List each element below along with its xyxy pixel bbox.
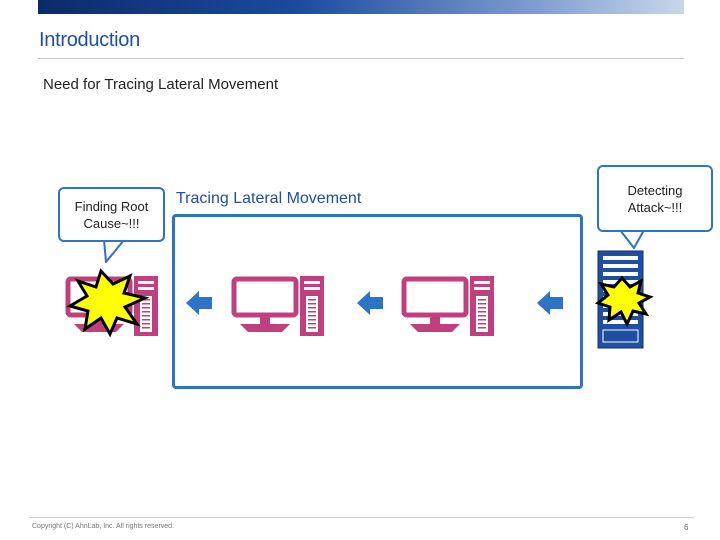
tracing-region-box bbox=[172, 214, 583, 389]
computer-icon bbox=[234, 276, 324, 336]
arrow-left-icon bbox=[357, 291, 383, 315]
arrow-left-icon bbox=[537, 291, 563, 315]
top-banner bbox=[38, 0, 684, 14]
slide-subtitle: Need for Tracing Lateral Movement bbox=[43, 76, 279, 93]
title-divider bbox=[38, 58, 684, 59]
tracing-label: Tracing Lateral Movement bbox=[176, 190, 362, 207]
explosion-icon bbox=[594, 275, 654, 328]
bubble-right-text: Detecting Attack~!!! bbox=[627, 182, 683, 215]
explosion-icon bbox=[66, 268, 150, 338]
computer-icon bbox=[404, 276, 494, 336]
speech-bubble-root-cause: Finding Root Cause~!!! bbox=[58, 187, 165, 242]
bubble-right-tail bbox=[619, 229, 645, 249]
bubble-left-text: Finding Root Cause~!!! bbox=[74, 198, 149, 231]
footer-divider bbox=[30, 517, 694, 518]
bubble-left-tail bbox=[103, 239, 125, 263]
slide-title: Introduction bbox=[39, 29, 140, 51]
arrow-left-icon bbox=[186, 291, 212, 315]
copyright-text: Copyright (C) AhnLab, Inc. All rights re… bbox=[32, 523, 175, 530]
speech-bubble-detecting: Detecting Attack~!!! bbox=[597, 165, 713, 232]
page-number: 6 bbox=[684, 523, 689, 532]
